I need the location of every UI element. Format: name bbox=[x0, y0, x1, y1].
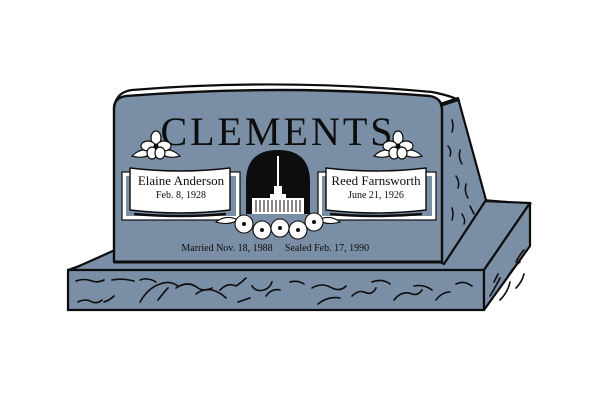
married-date: Married Nov. 18, 1988 bbox=[181, 243, 272, 254]
left-person-name: Elaine Anderson bbox=[138, 173, 225, 188]
upright-side-texture bbox=[447, 119, 475, 225]
flower-garland-icon bbox=[214, 212, 342, 240]
right-person-name: Reed Farnsworth bbox=[331, 173, 421, 188]
base-texture bbox=[75, 249, 525, 305]
upright-top-edge bbox=[112, 83, 461, 109]
right-person-date: June 21, 1926 bbox=[348, 190, 404, 201]
left-person-date: Feb. 8, 1928 bbox=[156, 190, 206, 201]
family-name: CLEMENTS bbox=[160, 109, 395, 154]
temple-icon bbox=[246, 150, 310, 214]
right-name-panel bbox=[317, 167, 437, 221]
dogwood-flower-right-icon bbox=[372, 130, 424, 160]
left-name-panel bbox=[121, 167, 241, 221]
dogwood-flower-left-icon bbox=[130, 130, 182, 160]
base-side-face bbox=[482, 201, 532, 312]
sealed-date: Sealed Feb. 17, 1990 bbox=[285, 243, 369, 254]
